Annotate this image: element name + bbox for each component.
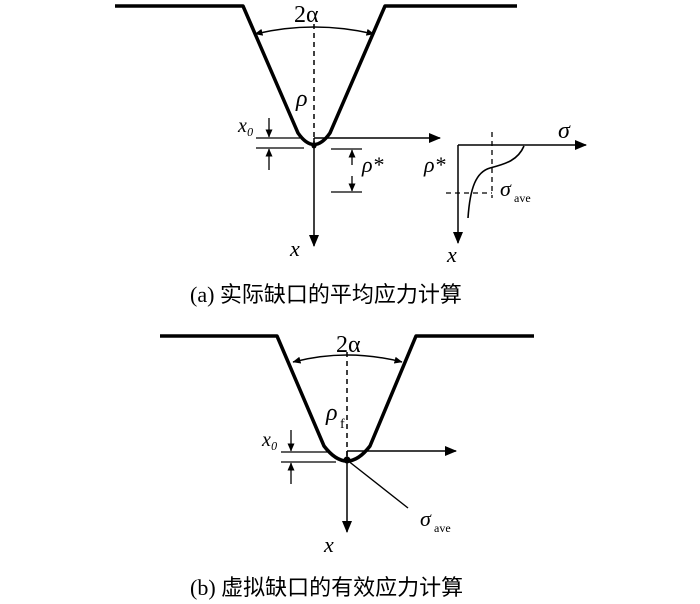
inset-sigma-ave-subscript: ave [514,191,531,205]
x0-dimension-b [281,430,336,484]
caption-b: (b) 虚拟缺口的有效应力计算 [190,575,463,600]
inset-sigma-ave-label: σ [500,176,512,201]
notch-angle-arc [254,26,375,36]
inset-depth-label: x [446,242,457,267]
x0-label-b: x₀ [261,429,278,451]
fictitious-radius-label: ρ [325,400,338,426]
x0-dimension [256,118,304,170]
fictitious-radius-subscript: f [340,417,345,432]
caption-a: (a) 实际缺口的平均应力计算 [190,282,462,307]
notch-angle-arc-b [292,354,403,364]
inset-sigma-label: σ [558,118,571,144]
panel-a: 2α ρ x x₀ ρ* σ x [115,2,587,307]
sigma-ave-subscript-b: ave [434,521,451,535]
notch-angle-label: 2α [294,2,319,28]
inset-rho-star-label: ρ* [423,152,446,177]
notch-root-point [311,143,317,149]
rho-star-label: ρ* [361,152,384,177]
sigma-ave-leader [346,459,409,509]
x0-label: x₀ [237,115,254,137]
depth-axis-label-b: x [323,532,334,557]
sigma-ave-label-b: σ [420,506,432,531]
notch-angle-label-b: 2α [336,332,361,358]
depth-axis-label: x [289,236,300,261]
rho-star-dimension [331,148,362,193]
notch-radius-label: ρ [295,86,308,112]
panel-b: 2α ρ f x x₀ σ ave (b) 虚拟缺口的有效应力计算 [160,332,534,600]
stress-distribution-inset: σ x ρ* σ ave [423,118,587,267]
stress-curve [467,145,525,219]
